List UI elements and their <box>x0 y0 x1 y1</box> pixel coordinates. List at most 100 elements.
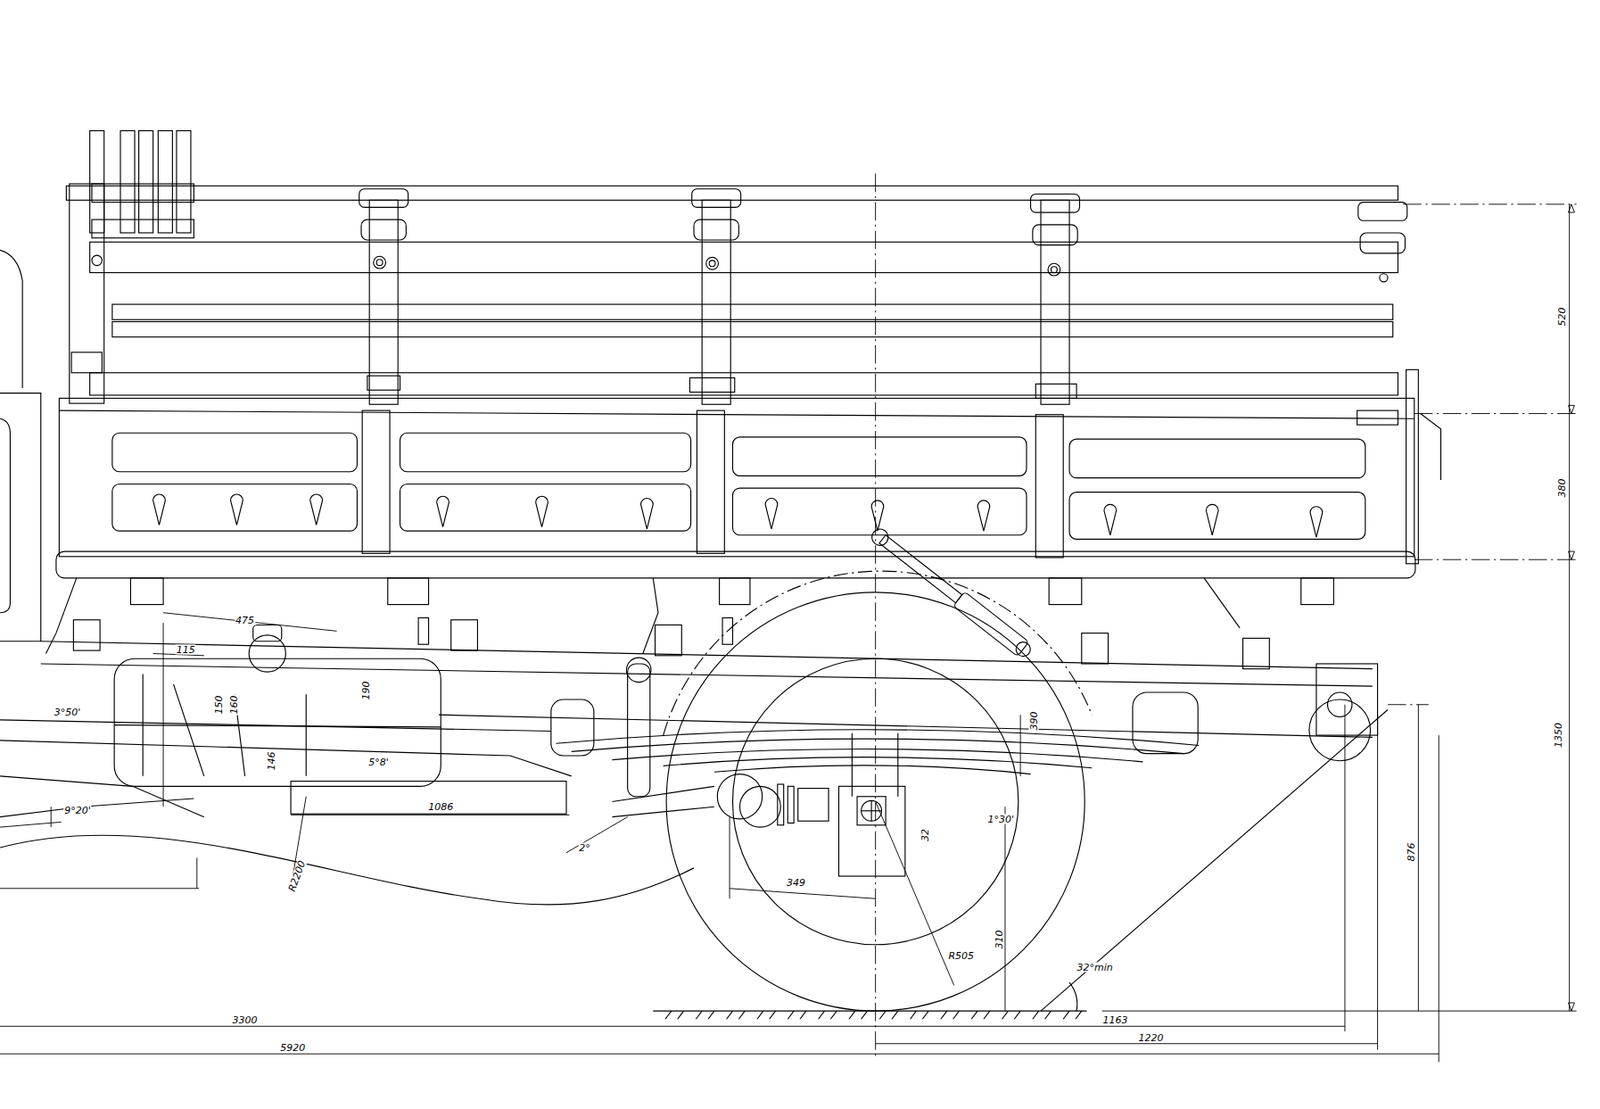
headboard-stakes-part <box>91 219 194 239</box>
side-panel-part <box>1035 414 1064 558</box>
side-panel-part <box>58 410 1414 419</box>
fuel-tank-part <box>290 781 567 815</box>
side-panel-part <box>56 551 1416 578</box>
side-rack-part <box>91 255 102 265</box>
axle-housing <box>838 733 905 876</box>
side-panel-part <box>153 494 166 525</box>
dimension-label: 146 <box>266 750 277 771</box>
centre-lines <box>875 173 1577 1057</box>
cab-outline <box>0 249 42 641</box>
dimension-lines <box>0 204 1577 1062</box>
side-panel-part <box>1357 410 1399 425</box>
dimension-lines-part <box>163 612 338 632</box>
side-rack-part <box>367 375 401 390</box>
dimension-label: 390 <box>1029 710 1040 732</box>
ground-line-part <box>665 1010 1082 1019</box>
chassis-frame-part <box>0 775 205 817</box>
axle-housing-part <box>857 796 886 825</box>
headboard-stakes <box>69 131 195 405</box>
dimension-lines-part <box>290 814 570 816</box>
side-panel-part <box>437 495 450 527</box>
dimension-label: 5°8' <box>367 756 390 767</box>
leaf-spring-part <box>627 663 651 797</box>
side-panel-part <box>362 410 390 553</box>
side-rack-part <box>376 259 383 266</box>
dimension-label: R2200 <box>286 857 307 893</box>
leaf-spring-part <box>626 657 651 682</box>
cab-outline-part <box>0 249 23 388</box>
drive-shaft-part <box>739 785 781 827</box>
chassis-frame-part <box>0 798 194 817</box>
side-rack-part <box>1047 263 1061 276</box>
leaf-spring-part <box>714 765 1031 775</box>
side-panel-part <box>1310 506 1323 537</box>
dimension-label: 32°min <box>1076 961 1114 972</box>
dimension-lines-part <box>0 1025 876 1027</box>
dimension-label: 3°50' <box>53 706 83 717</box>
side-panel-part <box>58 397 1414 556</box>
ground-line-part <box>1069 981 1078 1011</box>
dimension-label: 1086 <box>427 801 454 812</box>
side-panel-part <box>1069 492 1366 540</box>
axle-housing-part <box>861 800 883 821</box>
dimension-label: 150 <box>213 693 223 715</box>
leaf-spring-part <box>663 757 1093 768</box>
dimension-lines-part <box>875 800 955 985</box>
side-panel-part <box>696 410 725 553</box>
frame-brackets-part <box>130 577 164 605</box>
side-panel <box>56 369 1442 578</box>
axle-housing-part <box>838 785 905 876</box>
dimension-lines-part <box>1344 704 1345 1031</box>
ground-line-part <box>1040 709 1388 1011</box>
rear-wheel <box>663 570 1093 1011</box>
dimension-label: 5920 <box>279 1042 306 1053</box>
axle-housing-part <box>851 733 853 797</box>
side-panel-part <box>230 494 244 525</box>
side-rack-part <box>701 199 731 405</box>
side-rack-part <box>709 260 716 267</box>
dimension-label: 520 <box>1556 305 1567 327</box>
dimension-lines-part <box>1377 714 1378 1049</box>
axle-housing-part <box>897 733 899 797</box>
leaf-spring-part <box>1132 692 1198 754</box>
dimension-lines-part <box>729 888 876 899</box>
dimension-label: 190 <box>360 679 371 701</box>
frame-brackets-part <box>643 577 659 654</box>
side-panel-part <box>977 500 990 531</box>
dimension-lines-part <box>875 1025 1345 1027</box>
side-panel-part <box>765 498 778 529</box>
rear-wheel-part <box>663 570 1093 735</box>
centre-lines-part <box>1402 203 1577 205</box>
ground-line-part <box>652 1010 1087 1012</box>
dimension-lines-part <box>163 622 165 807</box>
frame-brackets-part <box>719 577 751 605</box>
side-rack-part <box>1379 273 1388 282</box>
axle-housing-part <box>871 800 873 821</box>
frame-brackets-part <box>655 624 683 655</box>
dimension-lines-part <box>875 1042 1378 1044</box>
fuel-tank-part <box>253 624 282 641</box>
side-panel-part <box>400 432 692 471</box>
frame-brackets-part <box>1204 577 1240 628</box>
chassis-frame-part <box>0 719 552 732</box>
headboard-stakes-part <box>157 131 173 233</box>
side-rack-part <box>90 372 1399 396</box>
dimension-label: 2° <box>577 841 592 852</box>
headboard-stakes-part <box>139 131 154 233</box>
dimension-lines-part <box>1020 714 1022 776</box>
headboard-stakes-part <box>176 131 191 233</box>
side-rack-part <box>1035 383 1077 398</box>
frame-brackets-part <box>1243 637 1271 669</box>
side-rack-part <box>1040 199 1070 405</box>
headboard-stakes-part <box>90 131 105 233</box>
ground-line <box>0 709 1388 1019</box>
dimension-label: 876 <box>1406 841 1417 862</box>
headboard-stakes-part <box>69 183 105 404</box>
centre-lines-part <box>1387 703 1429 705</box>
chassis-frame-part <box>41 663 1373 686</box>
cab-outline-part <box>0 393 42 642</box>
dimension-lines-part <box>50 806 52 827</box>
frame-brackets-part <box>1081 633 1109 664</box>
